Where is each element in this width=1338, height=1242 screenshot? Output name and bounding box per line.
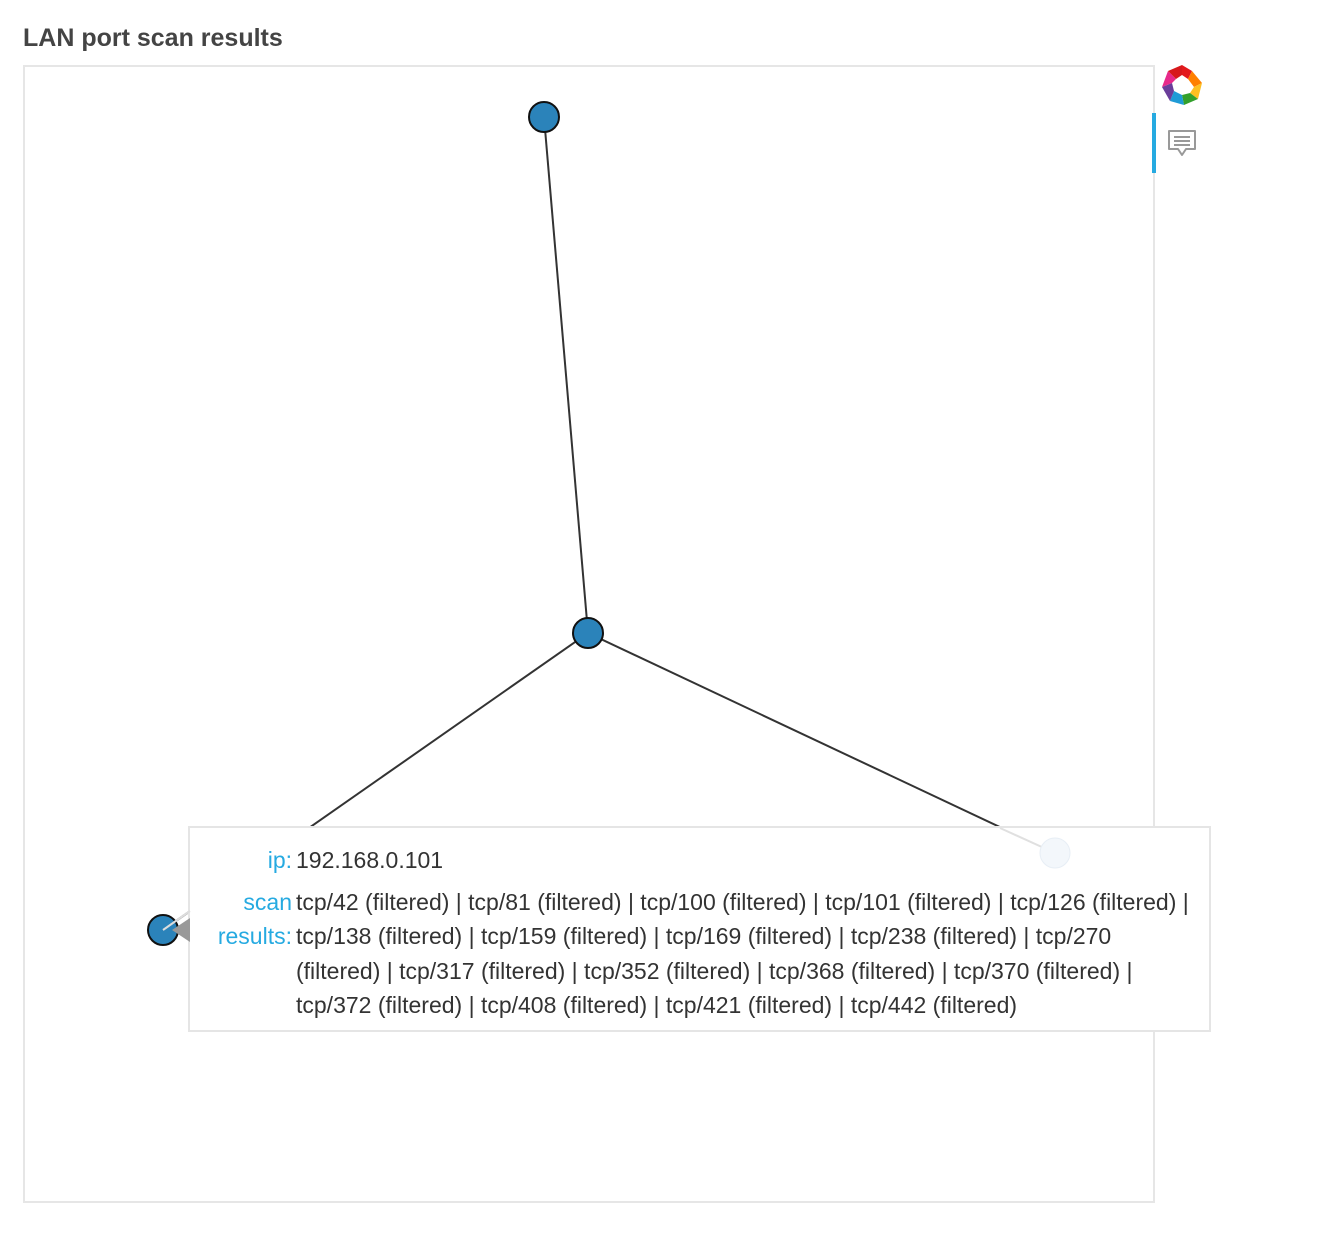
node-center[interactable]	[572, 617, 604, 649]
hover-tooltip-icon	[1168, 130, 1196, 156]
active-tool-indicator	[1152, 113, 1156, 173]
bokeh-logo-icon[interactable]	[1160, 63, 1204, 107]
hover-tooltip: ip: 192.168.0.101 scan results: tcp/42 (…	[188, 826, 1211, 1032]
edge-center-right	[587, 632, 1056, 854]
tooltip-scan-label: scan results:	[217, 888, 292, 949]
hover-tool-button[interactable]	[1152, 113, 1212, 173]
tooltip-row-ip: ip: 192.168.0.101	[200, 843, 1189, 878]
edge-center-top	[543, 116, 589, 634]
tooltip-row-scan: scan results: tcp/42 (filtered) | tcp/81…	[200, 885, 1189, 1023]
page-title: LAN port scan results	[23, 24, 283, 52]
tooltip-ip-label: ip:	[267, 847, 292, 873]
node-left[interactable]	[147, 914, 179, 946]
tooltip-scan-value: tcp/42 (filtered) | tcp/81 (filtered) | …	[296, 888, 1189, 1019]
tooltip-ip-value: 192.168.0.101	[296, 847, 444, 873]
node-top[interactable]	[528, 101, 560, 133]
plot-toolbar	[1152, 58, 1212, 178]
